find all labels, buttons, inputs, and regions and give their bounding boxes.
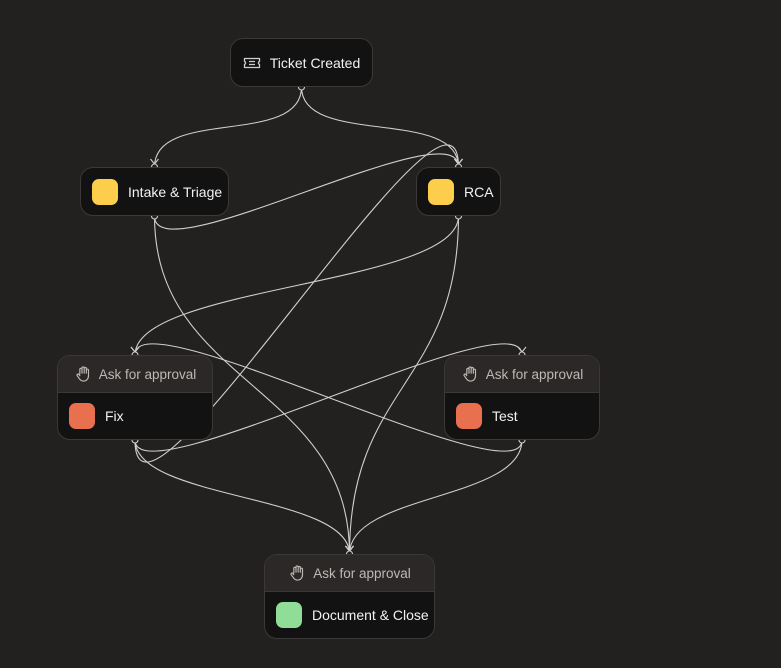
- edge-rca-to-document_close: [348, 215, 460, 555]
- approval-header: Ask for approval: [445, 356, 599, 393]
- edge-arrowhead: [454, 158, 463, 165]
- ticket-created-label: Ticket Created: [269, 54, 361, 71]
- approval-header-label: Ask for approval: [485, 366, 584, 382]
- status-swatch: [69, 403, 95, 429]
- intake-triage-label: Intake & Triage: [128, 183, 223, 200]
- status-swatch: [276, 602, 302, 628]
- status-swatch: [92, 178, 118, 205]
- edge-arrowhead: [130, 346, 140, 353]
- status-swatch: [456, 403, 482, 429]
- hand-icon: [74, 364, 94, 384]
- document-close-node[interactable]: Ask for approval Document & Close: [264, 554, 435, 639]
- document-close-label: Document & Close: [312, 607, 429, 623]
- approval-header: Ask for approval: [265, 555, 434, 592]
- approval-header-label: Ask for approval: [98, 366, 197, 382]
- test-node[interactable]: Ask for approval Test: [444, 355, 600, 440]
- hand-icon: [461, 364, 481, 384]
- edge-arrowhead: [517, 346, 527, 353]
- fix-node[interactable]: Ask for approval Fix: [57, 355, 213, 440]
- approval-header-label: Ask for approval: [313, 565, 411, 581]
- edge-fix-to-document_close: [134, 439, 351, 555]
- edge-arrowhead: [345, 545, 354, 552]
- edge-arrowhead: [345, 545, 354, 552]
- edge-arrowhead: [150, 158, 159, 165]
- rca-label: RCA: [464, 183, 494, 200]
- edge-arrowhead: [454, 158, 463, 165]
- edge-arrowhead: [454, 158, 463, 165]
- intake-triage-node[interactable]: Intake & Triage: [80, 167, 229, 216]
- edge-rca-to-fix: [134, 215, 460, 356]
- edge-arrowhead: [345, 545, 354, 552]
- hand-icon: [288, 563, 308, 583]
- edge-arrowhead: [345, 545, 354, 552]
- test-label: Test: [492, 408, 518, 424]
- ticket-icon: [243, 56, 261, 70]
- edge-arrowhead: [130, 346, 140, 353]
- edge-ticket_created-to-intake_triage: [153, 86, 303, 168]
- edge-test-to-document_close: [348, 439, 523, 555]
- status-swatch: [428, 178, 454, 205]
- edge-ticket_created-to-rca: [300, 86, 460, 168]
- fix-label: Fix: [105, 408, 124, 424]
- ticket-created-node[interactable]: Ticket Created: [230, 38, 373, 87]
- rca-node[interactable]: RCA: [416, 167, 501, 216]
- approval-header: Ask for approval: [58, 356, 212, 393]
